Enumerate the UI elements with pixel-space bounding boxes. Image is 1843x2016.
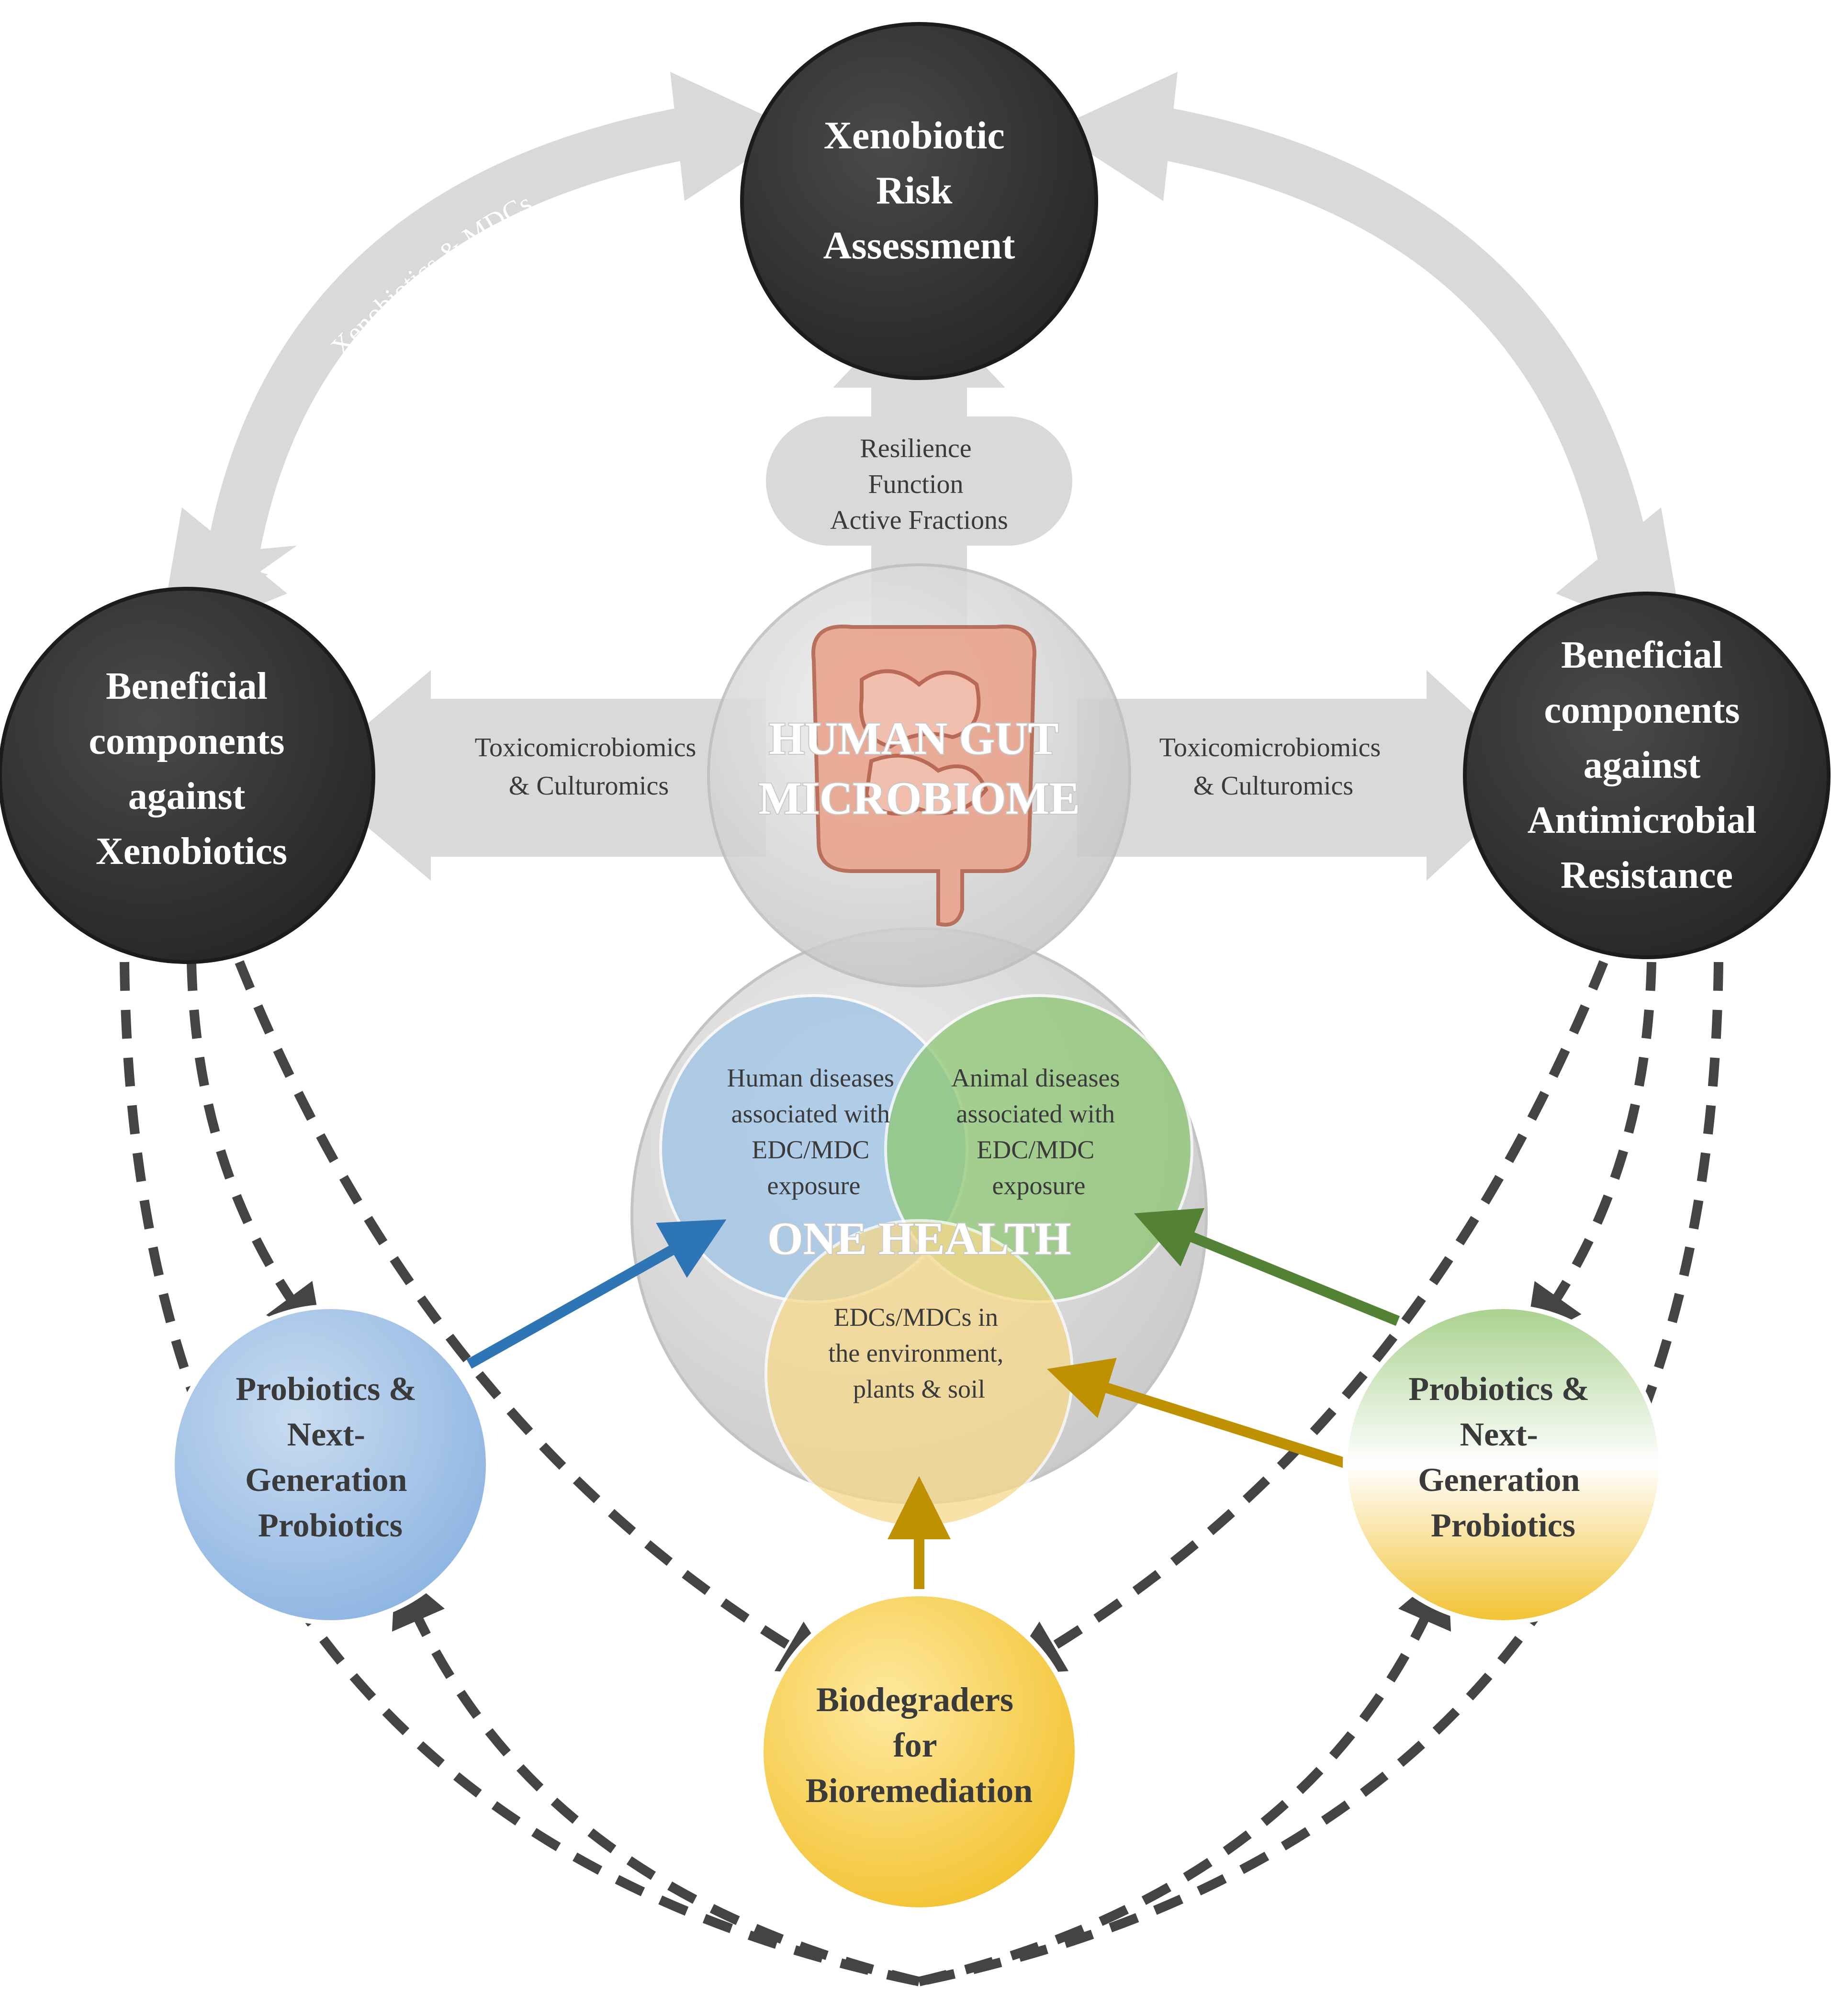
node-probiotics-left [170,1304,491,1625]
dashed-to-probiotics-right [1525,962,1656,1344]
label-environment: EDCs/MDCs in the environment, plants & s… [828,1303,1010,1403]
dashed-to-probiotics-left [187,962,324,1344]
node-beneficial-amr [1463,592,1831,959]
arrow-probiotics-right-to-environment [1047,1357,1352,1470]
label-beneficial-amr: Beneficial components against Antimicrob… [1528,634,1766,896]
edge-label-resilience: Resilience Function Active Fractions [830,434,1008,535]
human-gut-title: HUMAN GUT MICROBIOME [758,713,1080,824]
label-human-diseases: Human diseases associated with EDC/MDC e… [727,1064,901,1200]
node-probiotics-right [1343,1304,1663,1625]
label-biodegraders: Biodegraders for Bioremediation [806,1680,1033,1810]
dashed-right-to-biodegraders [1004,960,1608,1676]
arc-arrow-right [1053,72,1685,646]
edge-label-toxico-left: Toxicomicrobiomics & Culturomics [475,733,703,801]
node-biodegraders [759,1591,1079,1912]
label-xenobiotic-risk: Xenobiotic Risk Assessment [823,113,1015,267]
arrow-gut-to-right [1077,670,1541,881]
one-health-title: ONE HEALTH [767,1213,1071,1264]
dashed-bottom-to-probiotics-right [918,1568,1451,1986]
label-probiotics-right: Probiotics & Next- Generation Probiotics [1408,1371,1597,1544]
edge-label-toxico-right: Toxicomicrobiomics & Culturomics [1159,733,1388,801]
dashed-bottom-to-probiotics-left [392,1568,921,1986]
node-beneficial-xenobiotics [0,587,375,964]
arc-arrow-left [158,72,795,646]
intestine-icon [811,624,1036,927]
node-xenobiotic-risk [740,22,1098,380]
dashed-right-outer [918,962,1723,1986]
dashed-left-outer [120,962,921,1986]
label-animal-diseases: Animal diseases associated with EDC/MDC … [951,1064,1126,1200]
dashed-left-to-biodegraders [235,960,839,1676]
venn-environment [764,1219,1074,1528]
dashed-connectors [120,960,1723,1986]
arrow-probiotics-left-to-human [466,1219,727,1369]
label-beneficial-xenobiotics: Beneficial components against Xenobiotic… [89,665,294,873]
label-probiotics-left: Probiotics & Next- Generation Probiotics [236,1371,425,1544]
arrow-probiotics-right-to-animal [1134,1208,1400,1326]
